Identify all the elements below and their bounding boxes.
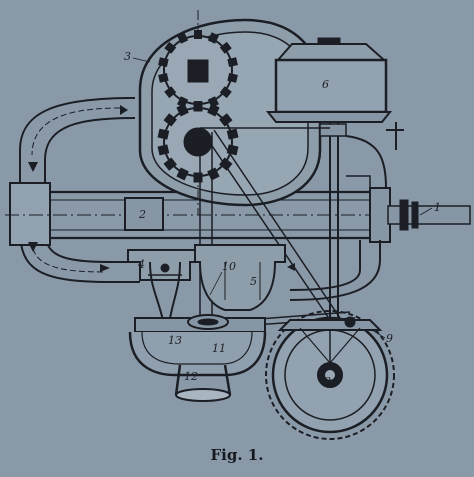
lower-base: [128, 314, 267, 402]
gear-tooth: [219, 41, 232, 54]
callout-6: 6: [322, 78, 329, 91]
callout-12: 12: [184, 370, 198, 383]
callout-8: 8: [324, 375, 331, 388]
callout-3: 3: [124, 50, 131, 63]
right-riser-pipe: [289, 135, 387, 301]
figure-caption: Fig. 1.: [210, 446, 264, 464]
gear-tooth: [177, 96, 189, 108]
gear-tooth: [163, 157, 177, 171]
gear-tooth: [177, 32, 189, 44]
upper-gear: [158, 30, 238, 110]
upper-loop-pipe: [19, 97, 136, 210]
gear-tooth: [207, 103, 220, 117]
gear-tooth: [227, 72, 238, 83]
callout-4: 4: [137, 258, 145, 271]
callout-11: 11: [212, 342, 226, 355]
callout-5: 5: [250, 275, 257, 288]
gear-tooth: [158, 57, 169, 68]
gear-tooth: [193, 101, 203, 112]
lower-gear: [157, 101, 239, 183]
gear-tooth: [164, 41, 177, 54]
gear-tooth: [163, 113, 177, 127]
gear-tooth: [193, 172, 203, 183]
gear-tooth: [227, 57, 238, 68]
callout-9: 9: [386, 332, 393, 345]
leader-lines: [132, 57, 433, 339]
gear-tooth: [176, 103, 189, 117]
gear-tooth: [207, 32, 219, 44]
manifold-5: [194, 244, 286, 311]
flow-arrows: [28, 105, 295, 272]
gear-tooth: [157, 144, 170, 156]
gear-tooth: [219, 86, 232, 99]
callout-1: 1: [434, 201, 441, 214]
gear-tooth: [176, 167, 189, 181]
callout-10: 10: [222, 260, 236, 273]
pulley-assembly: [265, 310, 395, 440]
gear-tooth: [226, 128, 239, 140]
gear-tooth: [194, 30, 202, 39]
gear-tooth: [164, 86, 177, 99]
gear-tooth: [207, 96, 219, 108]
gear-tooth: [157, 128, 170, 140]
callout-2: 2: [138, 208, 146, 221]
gear-tooth: [219, 113, 233, 127]
gear-tooth: [226, 144, 239, 156]
callout-13: 13: [168, 334, 182, 347]
gear-tooth: [158, 72, 169, 83]
air-filter: [265, 37, 404, 320]
drive-shaft: [387, 199, 471, 231]
